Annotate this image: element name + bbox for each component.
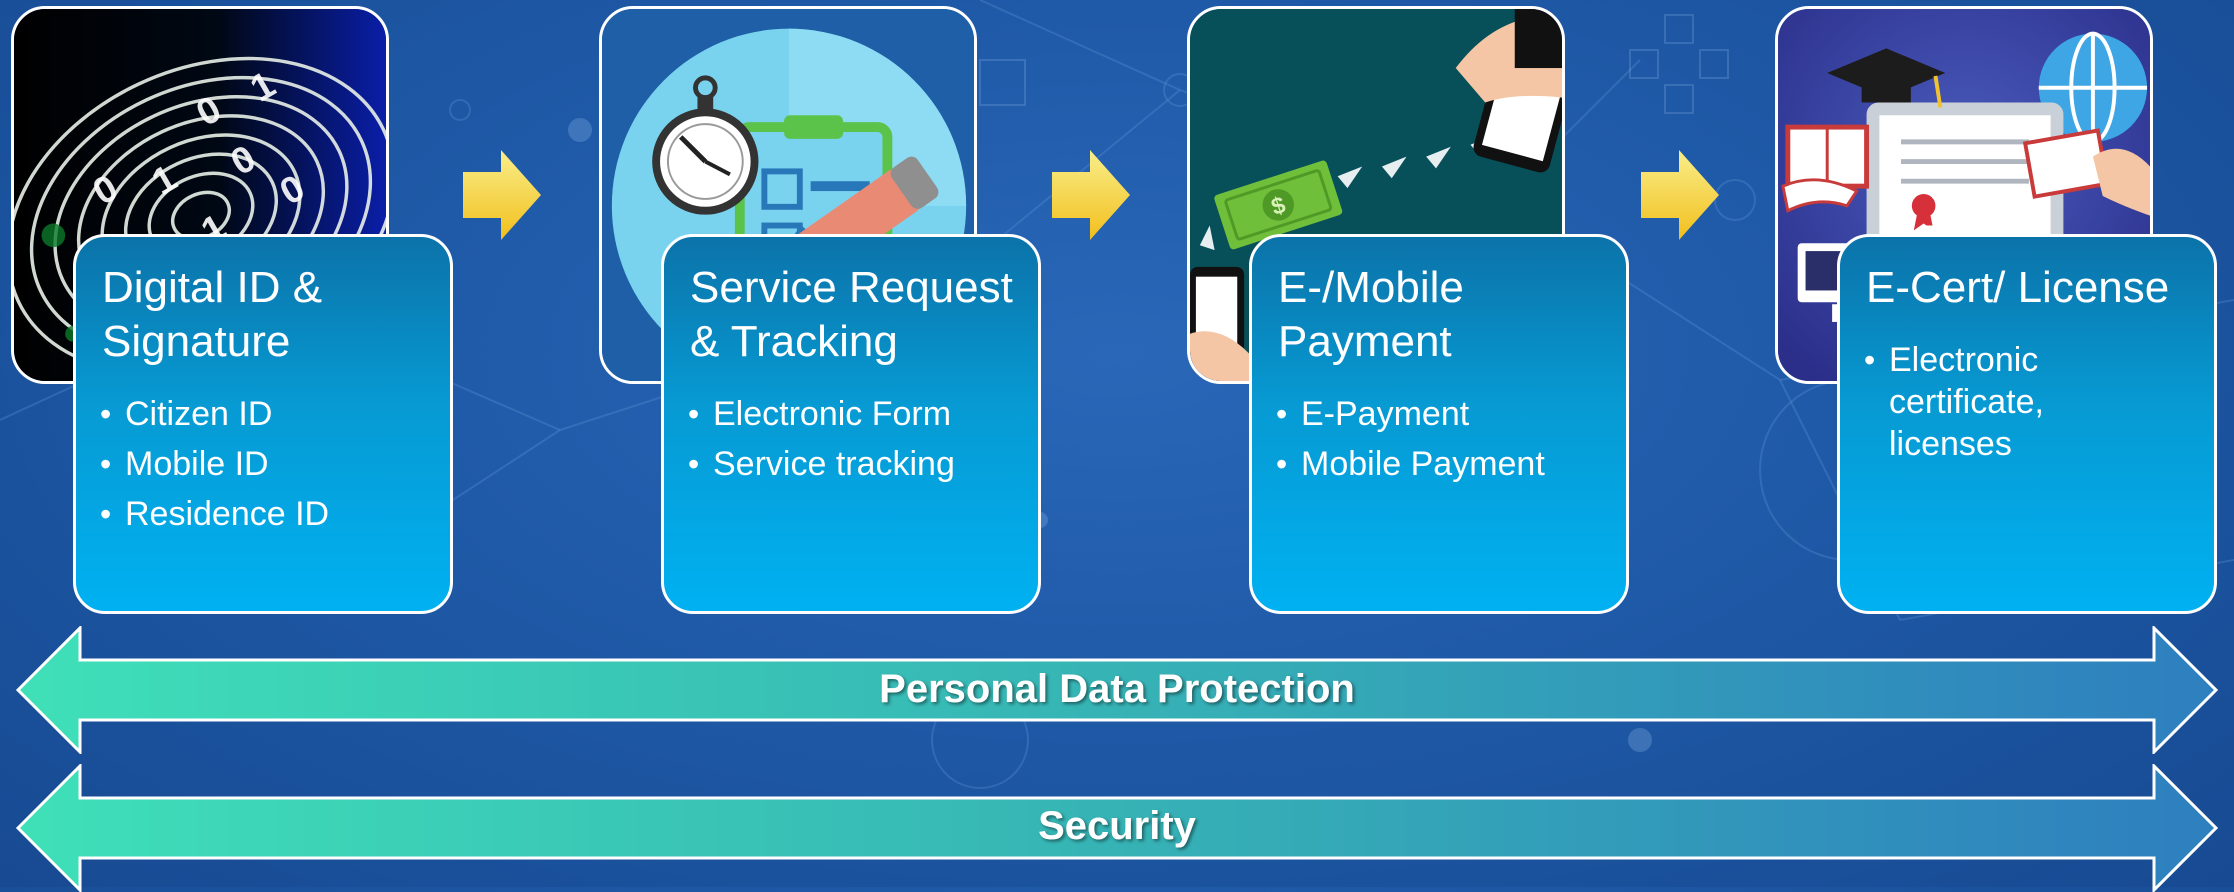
step-card-e-cert: E-Cert/ License Electronic certificate, … [1837,234,2217,614]
list-item: Electronic certificate, licenses [1864,339,2089,465]
step-item-list: Electronic certificate, licenses [1864,339,2190,465]
step-item-list: Electronic Form Service tracking [688,393,1014,485]
personal-data-protection-banner [16,626,2218,754]
list-item: Citizen ID [100,393,426,435]
flow-arrow-icon [463,150,541,240]
double-arrow-shape [16,626,2218,754]
step-title: Service Request & Tracking [690,263,1013,366]
list-item: Mobile Payment [1276,443,1602,485]
list-item: Electronic Form [688,393,1014,435]
step-title: E-Cert/ License [1866,263,2170,312]
step-item-list: E-Payment Mobile Payment [1276,393,1602,485]
step-item-list: Citizen ID Mobile ID Residence ID [100,393,426,535]
security-banner [16,764,2218,892]
list-item: Mobile ID [100,443,426,485]
list-item: E-Payment [1276,393,1602,435]
list-item: Residence ID [100,493,426,535]
banner-label: Personal Data Protection [879,667,1355,711]
flow-arrow-icon [1052,150,1130,240]
step-card-mobile-payment: E-/Mobile Payment E-Payment Mobile Payme… [1249,234,1629,614]
step-title: Digital ID & Signature [102,263,323,366]
double-arrow-shape [16,764,2218,892]
list-item: Service tracking [688,443,1014,485]
step-card-digital-id: Digital ID & Signature Citizen ID Mobile… [73,234,453,614]
flow-arrow-icon [1641,150,1719,240]
step-card-service-request: Service Request & Tracking Electronic Fo… [661,234,1041,614]
banner-label: Security [1038,804,1196,848]
step-title: E-/Mobile Payment [1278,263,1464,366]
